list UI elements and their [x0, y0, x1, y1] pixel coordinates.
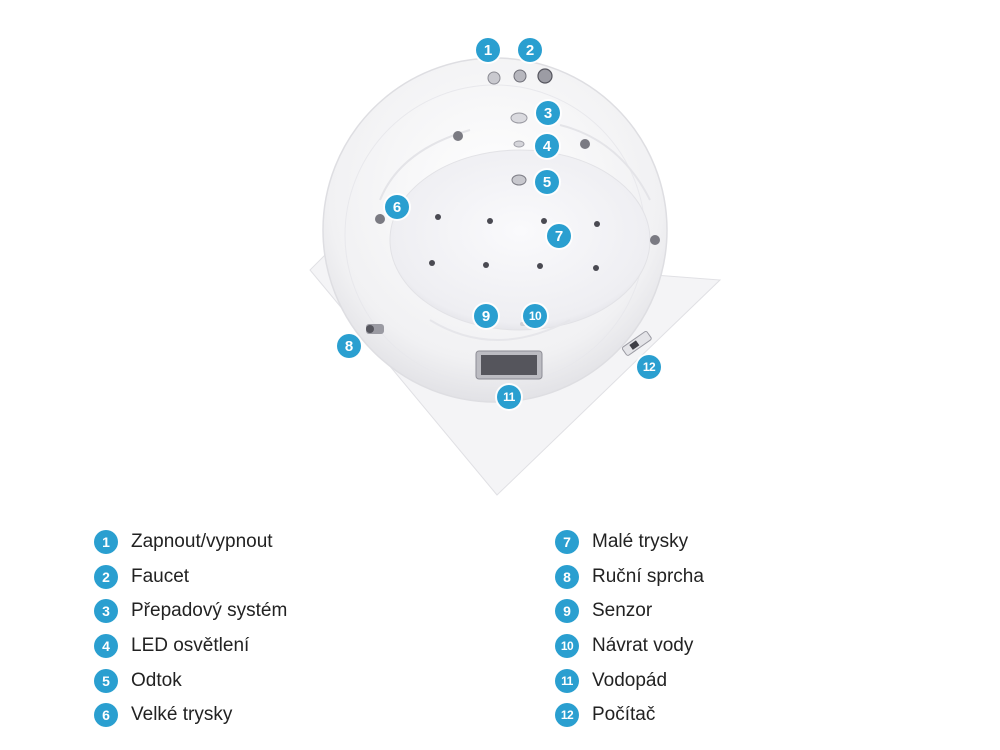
legend-badge: 10 [555, 634, 579, 659]
legend-item: 1 Zapnout/vypnout [94, 525, 514, 560]
legend-item: 2 Faucet [94, 560, 514, 595]
legend-label: Odtok [131, 669, 182, 691]
callout-5: 5 [535, 170, 559, 194]
waterfall-hardware [475, 350, 543, 380]
legend-label: Přepadový systém [131, 600, 288, 622]
legend-label: LED osvětlení [131, 635, 250, 657]
legend-item: 9 Senzor [555, 594, 975, 629]
legend-label: Senzor [592, 600, 653, 622]
callout-9: 9 [474, 304, 498, 328]
legend-badge: 8 [555, 564, 579, 589]
legend-item: 4 LED osvětlení [94, 629, 514, 664]
callout-8: 8 [337, 334, 361, 358]
legend-badge: 6 [94, 703, 118, 728]
legend-label: Zapnout/vypnout [131, 531, 273, 553]
small-jet [487, 218, 493, 224]
legend-label: Návrat vody [592, 635, 694, 657]
small-jet [429, 260, 435, 266]
legend-item: 7 Malé trysky [555, 525, 975, 560]
legend-item: 3 Přepadový systém [94, 594, 514, 629]
large-jet [580, 139, 590, 149]
legend-label: Malé trysky [592, 531, 689, 553]
legend-column-left: 1 Zapnout/vypnout 2 Faucet 3 Přepadový s… [94, 525, 514, 733]
legend-badge: 1 [94, 530, 118, 555]
hand-shower-hardware [366, 324, 384, 334]
legend-label: Faucet [131, 565, 190, 587]
legend-label: Ruční sprcha [592, 565, 704, 587]
legend-item: 11 Vodopád [555, 663, 975, 698]
small-jet [594, 221, 600, 227]
legend-badge: 12 [555, 703, 579, 728]
faucet-hardware [513, 68, 553, 84]
legend-item: 5 Odtok [94, 663, 514, 698]
legend-item: 12 Počítač [555, 698, 975, 733]
legend-label: Vodopád [592, 669, 668, 691]
small-jet [483, 262, 489, 268]
bathtub-diagram: 1 2 3 4 5 6 7 8 9 10 11 12 [309, 38, 722, 496]
legend-label: Velké trysky [131, 704, 233, 726]
callout-11: 11 [497, 385, 521, 409]
legend-badge: 3 [94, 599, 118, 624]
callout-3: 3 [536, 101, 560, 125]
led-hardware [513, 140, 525, 148]
drain-hardware [511, 174, 527, 186]
callout-1: 1 [476, 38, 500, 62]
small-jet [435, 214, 441, 220]
bathtub-illustration [309, 57, 722, 496]
small-jet [593, 265, 599, 271]
legend-column-right: 7 Malé trysky 8 Ruční sprcha 9 Senzor 10… [555, 525, 975, 733]
legend-badge: 7 [555, 530, 579, 555]
legend-badge: 11 [555, 668, 579, 693]
large-jet [650, 235, 660, 245]
overflow-hardware [510, 112, 528, 124]
callout-10: 10 [523, 304, 547, 328]
callout-7: 7 [547, 224, 571, 248]
small-jet [541, 218, 547, 224]
callout-6: 6 [385, 195, 409, 219]
callout-2: 2 [518, 38, 542, 62]
legend-badge: 4 [94, 634, 118, 659]
legend-badge: 2 [94, 564, 118, 589]
computer-panel-hardware [621, 331, 652, 356]
large-jet [375, 214, 385, 224]
legend-item: 6 Velké trysky [94, 698, 514, 733]
large-jet [453, 131, 463, 141]
callout-4: 4 [535, 134, 559, 158]
callout-12: 12 [637, 355, 661, 379]
power-button-hardware [487, 71, 501, 85]
legend-item: 10 Návrat vody [555, 629, 975, 664]
legend-badge: 9 [555, 599, 579, 624]
legend-label: Počítač [592, 704, 656, 726]
legend-badge: 5 [94, 668, 118, 693]
legend-item: 8 Ruční sprcha [555, 560, 975, 595]
legend: 1 Zapnout/vypnout 2 Faucet 3 Přepadový s… [94, 525, 974, 735]
small-jet [537, 263, 543, 269]
